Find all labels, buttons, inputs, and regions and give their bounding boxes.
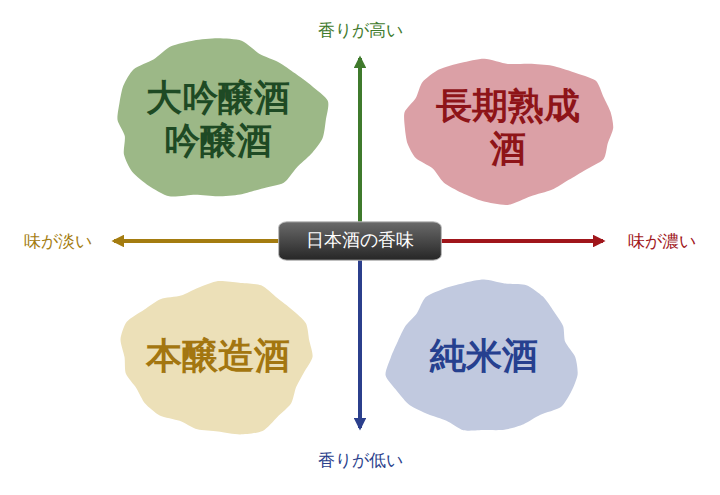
category-blob: 純米酒: [386, 277, 582, 437]
axis-left: [114, 239, 290, 243]
category-blob: 大吟醸酒 吟醸酒: [107, 36, 329, 204]
category-name: 純米酒: [430, 335, 538, 378]
center-title: 日本酒の香味: [306, 230, 414, 252]
axis-label: 香りが低い: [315, 448, 406, 473]
category-name: 本醸造酒: [146, 335, 290, 378]
blob-fill: [121, 281, 313, 434]
axis-label: 味が淡い: [21, 229, 95, 254]
blob-shape: [107, 36, 329, 204]
axis-right: [430, 239, 603, 243]
category-name: 大吟醸酒 吟醸酒: [135, 77, 301, 163]
center-box: 日本酒の香味: [277, 221, 443, 261]
axis-up: [358, 58, 362, 230]
axis-label: 味が濃い: [625, 229, 699, 254]
category-name: 長期熟成酒: [425, 85, 591, 171]
category-blob: 長期熟成酒: [397, 53, 619, 203]
axis-down: [358, 255, 362, 428]
blob-fill: [404, 59, 613, 205]
blob-fill: [118, 38, 329, 196]
box-fill: [279, 222, 442, 260]
blob-shape: [397, 53, 619, 203]
blob-fill: [385, 280, 577, 431]
axis-label: 香りが高い: [315, 18, 406, 43]
category-blob: 本醸造酒: [118, 277, 318, 437]
